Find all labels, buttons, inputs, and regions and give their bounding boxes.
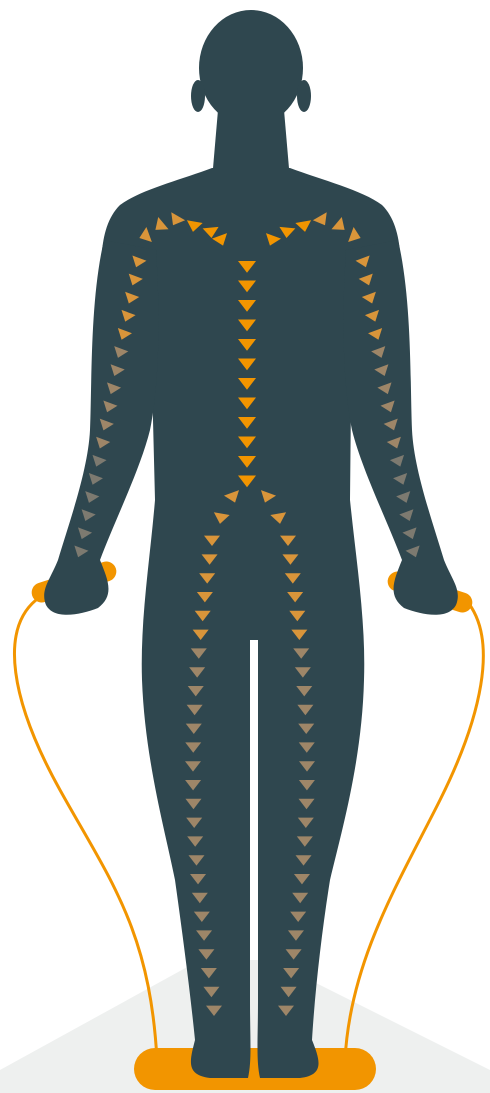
rope-right-strand <box>345 600 483 1060</box>
rope-left-strand <box>14 600 157 1060</box>
head <box>199 10 303 126</box>
arm-left <box>44 240 158 615</box>
ear-right <box>297 80 311 112</box>
ear-left <box>191 80 205 112</box>
arm-right <box>344 240 458 615</box>
person-silhouette-icon <box>44 10 458 1078</box>
rope-floor-pad <box>134 1048 376 1090</box>
